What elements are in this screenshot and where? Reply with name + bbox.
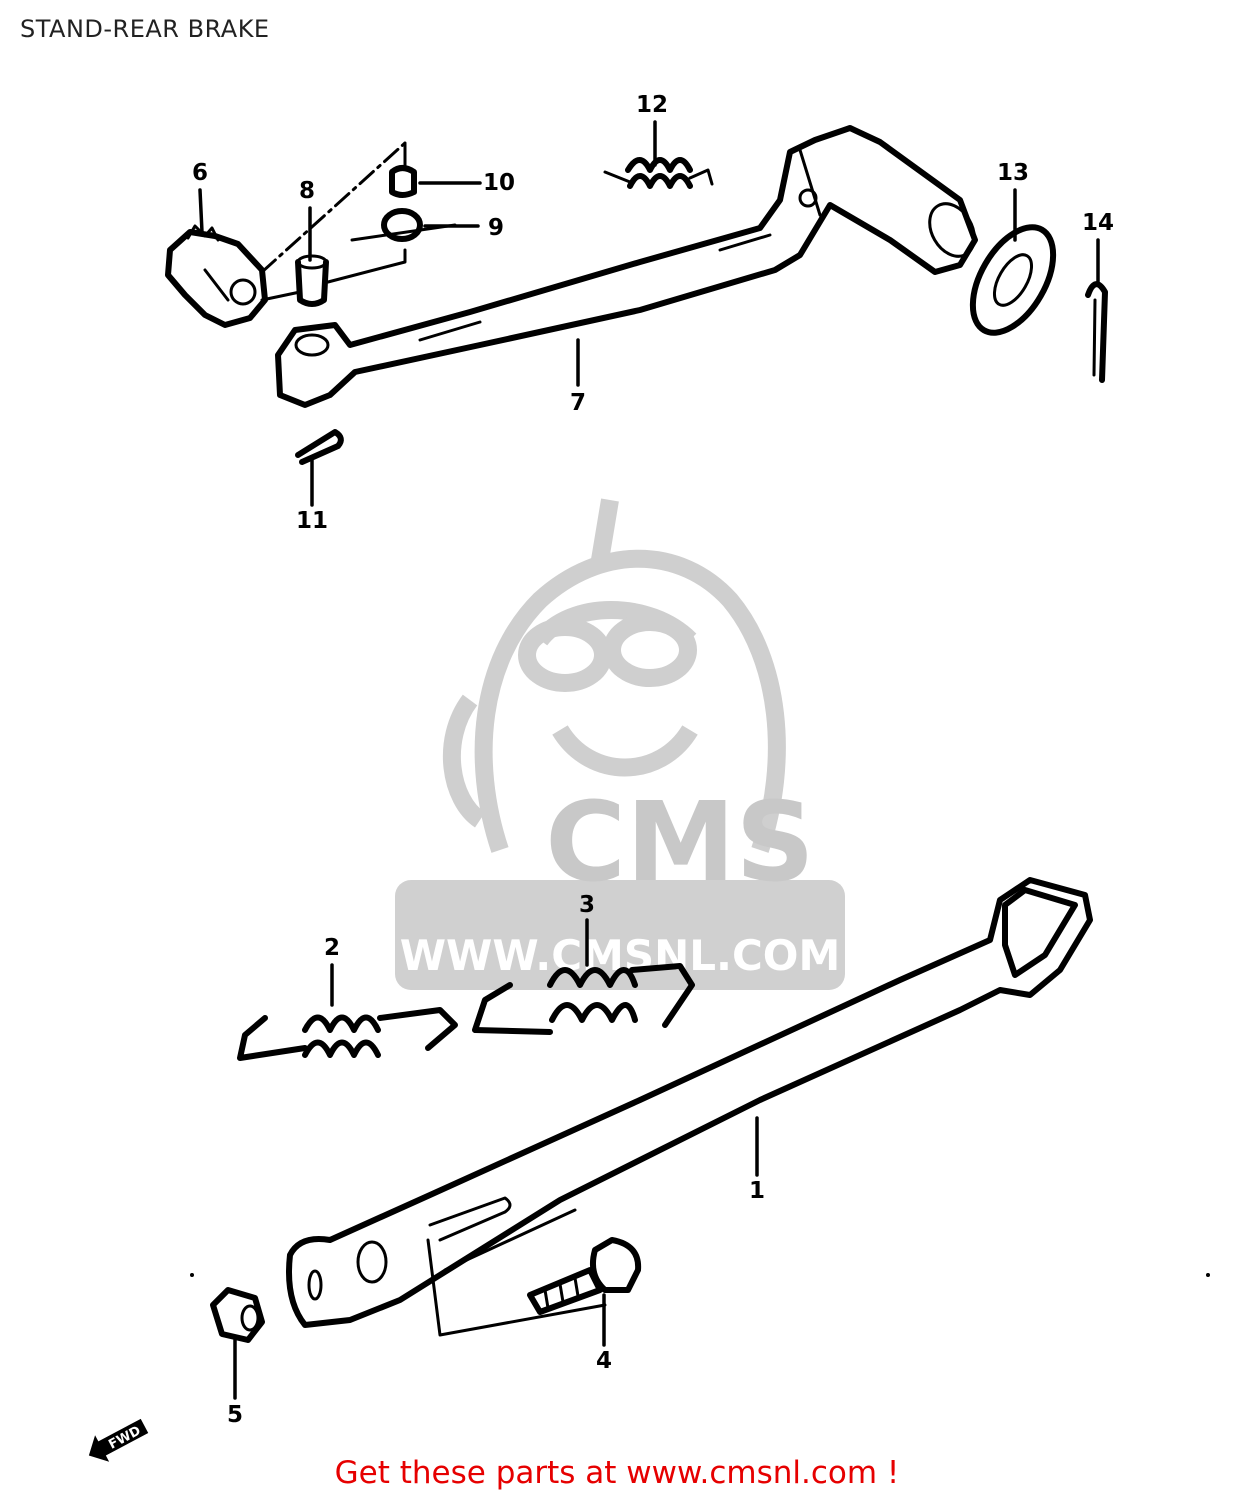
alignment-lines <box>260 141 407 302</box>
watermark-mascot-icon <box>442 498 786 853</box>
part-12-spring <box>603 157 714 189</box>
callout-12[interactable]: 12 <box>636 92 668 118</box>
callout-6[interactable]: 6 <box>192 160 208 186</box>
part-6-bracket <box>165 224 268 328</box>
page-title: STAND-REAR BRAKE <box>20 15 270 43</box>
part-7-brake-pedal <box>275 125 978 408</box>
cms-watermark: CMS WWW.CMSNL.COM <box>395 498 845 990</box>
part-14-cotter-pin <box>1085 281 1108 383</box>
watermark-logo-text: CMS <box>545 778 814 906</box>
part-3-spring <box>472 963 695 1035</box>
footer-link[interactable]: Get these parts at www.cmsnl.com ! <box>334 1455 900 1491</box>
dot-marker <box>1206 1273 1210 1277</box>
part-4-bolt <box>527 1237 642 1315</box>
callout-13[interactable]: 13 <box>997 160 1029 186</box>
part-8-pin <box>295 254 329 307</box>
leader-lines <box>198 120 1100 1400</box>
callout-11[interactable]: 11 <box>296 508 328 534</box>
part-5-nut <box>210 1287 265 1343</box>
callout-10[interactable]: 10 <box>483 170 515 196</box>
callout-1[interactable]: 1 <box>749 1178 765 1204</box>
watermark-banner <box>395 880 845 990</box>
dot-marker <box>190 1273 194 1277</box>
callout-2[interactable]: 2 <box>324 935 340 961</box>
part-13-washer <box>969 224 1057 336</box>
callout-9[interactable]: 9 <box>488 215 504 241</box>
part-10-cap <box>389 165 417 198</box>
callout-5[interactable]: 5 <box>227 1402 243 1428</box>
part-1-side-stand <box>286 877 1093 1328</box>
callout-14[interactable]: 14 <box>1082 210 1114 236</box>
callout-4[interactable]: 4 <box>596 1348 612 1374</box>
part-2-spring <box>237 1007 458 1061</box>
callout-8[interactable]: 8 <box>299 178 315 204</box>
callout-7[interactable]: 7 <box>570 390 586 416</box>
part-11-cotter-pin <box>295 429 344 465</box>
callout-numbers: 6 8 10 9 12 13 14 7 11 2 3 1 4 5 <box>192 92 1114 1428</box>
bolt-link-line <box>426 1238 607 1337</box>
callout-3[interactable]: 3 <box>579 892 595 918</box>
